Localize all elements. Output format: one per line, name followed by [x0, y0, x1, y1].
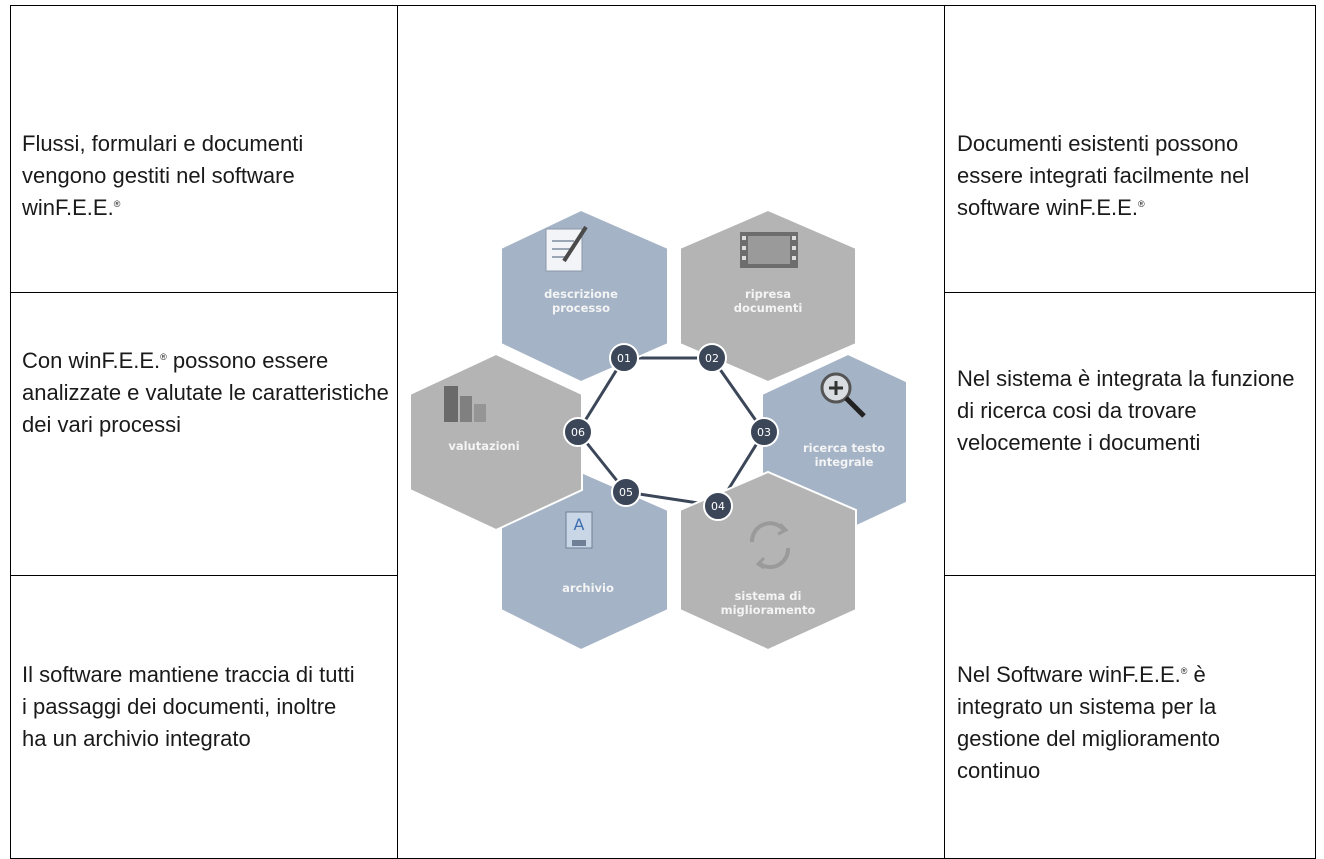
hexagon-03-label-2: integrale: [815, 455, 874, 469]
hexagon-04-label-1: sistema di: [735, 589, 802, 603]
hexagon-01: descrizione processo: [500, 210, 669, 384]
step-number-02: 02: [697, 343, 727, 373]
hexagon-01-label-1: descrizione: [544, 287, 618, 301]
step-number-06-circle: [563, 417, 593, 447]
hexagon-01-label-2: processo: [552, 301, 610, 315]
table-border-left: [10, 5, 11, 859]
hexagon-02-label-1: ripresa: [745, 287, 791, 301]
step-number-02-text: 02: [705, 352, 719, 365]
hexagon-05-label-1: archivio: [562, 581, 614, 595]
cycle-arrows-icon: [749, 521, 791, 570]
document-pen-icon: [545, 225, 588, 272]
right-cell-1-text: Documenti esistenti possono essere integ…: [957, 131, 1250, 220]
binder-icon: A: [565, 511, 593, 549]
hexagon-03-label-1: ricerca testo: [803, 441, 885, 455]
step-number-02-circle: [697, 343, 727, 373]
hexagon-02-shape: [679, 210, 857, 384]
film-icon: [740, 232, 798, 268]
magnifier-plus-icon: [820, 372, 866, 418]
step-number-04-circle: [703, 491, 733, 521]
left-cell-2-text: Con winF.E.E.® possono essere analizzate…: [22, 348, 389, 437]
step-number-04-text: 04: [711, 500, 725, 513]
connector-line: [710, 357, 766, 433]
left-cell-1-text: Flussi, formulari e documenti vengono ge…: [22, 131, 304, 220]
table-border-right: [1315, 5, 1316, 859]
step-number-05: 05: [611, 477, 641, 507]
step-number-05-circle: [611, 477, 641, 507]
bar-chart-icon: [444, 386, 486, 422]
left-row-divider-2: [10, 575, 397, 576]
step-number-01-text: 01: [617, 352, 631, 365]
step-number-04: 04: [703, 491, 733, 521]
step-number-01: 01: [609, 343, 639, 373]
left-cell-3-text: Il software mantiene traccia di tutti i …: [22, 662, 355, 751]
table-divider-left: [397, 5, 398, 859]
right-row-divider-1: [944, 292, 1316, 293]
right-cell-3-text: Nel Software winF.E.E.® è integrato un s…: [957, 662, 1220, 783]
left-row-divider-1: [10, 292, 397, 293]
svg-text:A: A: [574, 515, 585, 534]
step-number-06: 06: [563, 417, 593, 447]
right-row-divider-2: [944, 575, 1316, 576]
hexagon-02-label-2: documenti: [734, 301, 803, 315]
step-number-01-circle: [609, 343, 639, 373]
hexagon-02: ripresa documenti: [679, 210, 857, 384]
step-number-03-text: 03: [757, 426, 771, 439]
hexagon-06-label-1: valutazioni: [448, 439, 519, 453]
hexagon-06: valutazioni: [409, 352, 583, 532]
process-hexagon-diagram: descrizione processo ripresa documenti r…: [409, 210, 906, 652]
step-number-05-text: 05: [619, 486, 633, 499]
step-number-03-circle: [749, 417, 779, 447]
step-number-06-text: 06: [571, 426, 585, 439]
hexagon-01-shape: [500, 210, 669, 384]
table-border-top: [10, 5, 1316, 6]
hexagon-05: A archivio: [500, 470, 669, 652]
table-divider-right: [944, 5, 945, 859]
step-number-03: 03: [749, 417, 779, 447]
hexagon-04-label-2: miglioramento: [721, 603, 816, 617]
right-cell-2-text: Nel sistema è integrata la funzione di r…: [957, 366, 1295, 455]
